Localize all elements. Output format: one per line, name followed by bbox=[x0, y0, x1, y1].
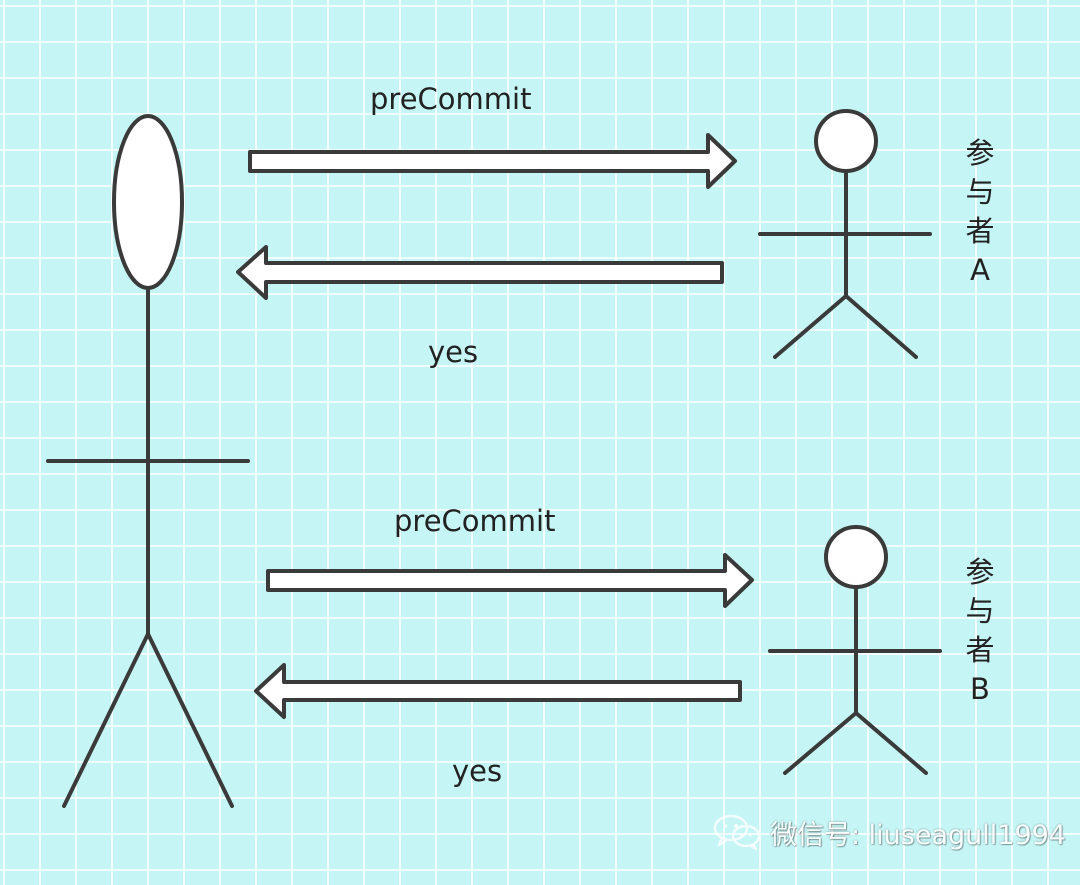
precommit-to-a-label: preCommit bbox=[370, 82, 532, 116]
participant-b-right-leg bbox=[854, 711, 928, 775]
participant-a-head bbox=[814, 109, 878, 173]
participant-a-name-char: A bbox=[970, 253, 990, 287]
participant-b-figure bbox=[768, 525, 942, 775]
arrow-precommit-to-a bbox=[248, 133, 737, 189]
watermark: 微信号: liuseagull1994 bbox=[712, 812, 1066, 852]
wechat-icon bbox=[713, 814, 761, 851]
participant-b-name-char: B bbox=[970, 672, 990, 706]
participant-b-name-char: 参 bbox=[965, 555, 995, 589]
coordinator-head bbox=[112, 114, 184, 290]
participant-a-name-char: 与 bbox=[965, 175, 995, 209]
participant-b-name: 参 与 者 B bbox=[958, 553, 1002, 709]
participant-a-left-leg bbox=[773, 294, 848, 359]
coordinator-figure bbox=[46, 114, 250, 808]
participant-a-name-char: 者 bbox=[965, 214, 995, 248]
arrow-precommit-to-b bbox=[266, 553, 754, 608]
participant-a-figure bbox=[758, 109, 932, 359]
precommit-to-b-label: preCommit bbox=[394, 504, 556, 538]
coordinator-right-leg bbox=[146, 632, 234, 808]
participant-a-name: 参 与 者 A bbox=[958, 134, 1002, 290]
coordinator-left-leg bbox=[62, 632, 150, 808]
participant-b-head bbox=[824, 525, 888, 589]
participant-a-name-char: 参 bbox=[965, 136, 995, 170]
participant-b-name-char: 与 bbox=[965, 594, 995, 628]
watermark-text: 微信号: liuseagull1994 bbox=[770, 819, 1066, 851]
yes-from-b-label: yes bbox=[452, 754, 503, 788]
participant-a-right-leg bbox=[844, 294, 918, 359]
arrow-yes-from-a bbox=[236, 245, 724, 300]
participant-b-left-leg bbox=[783, 711, 858, 775]
yes-from-a-label: yes bbox=[428, 335, 479, 369]
participant-b-name-char: 者 bbox=[965, 633, 995, 667]
arrow-yes-from-b bbox=[254, 663, 742, 719]
